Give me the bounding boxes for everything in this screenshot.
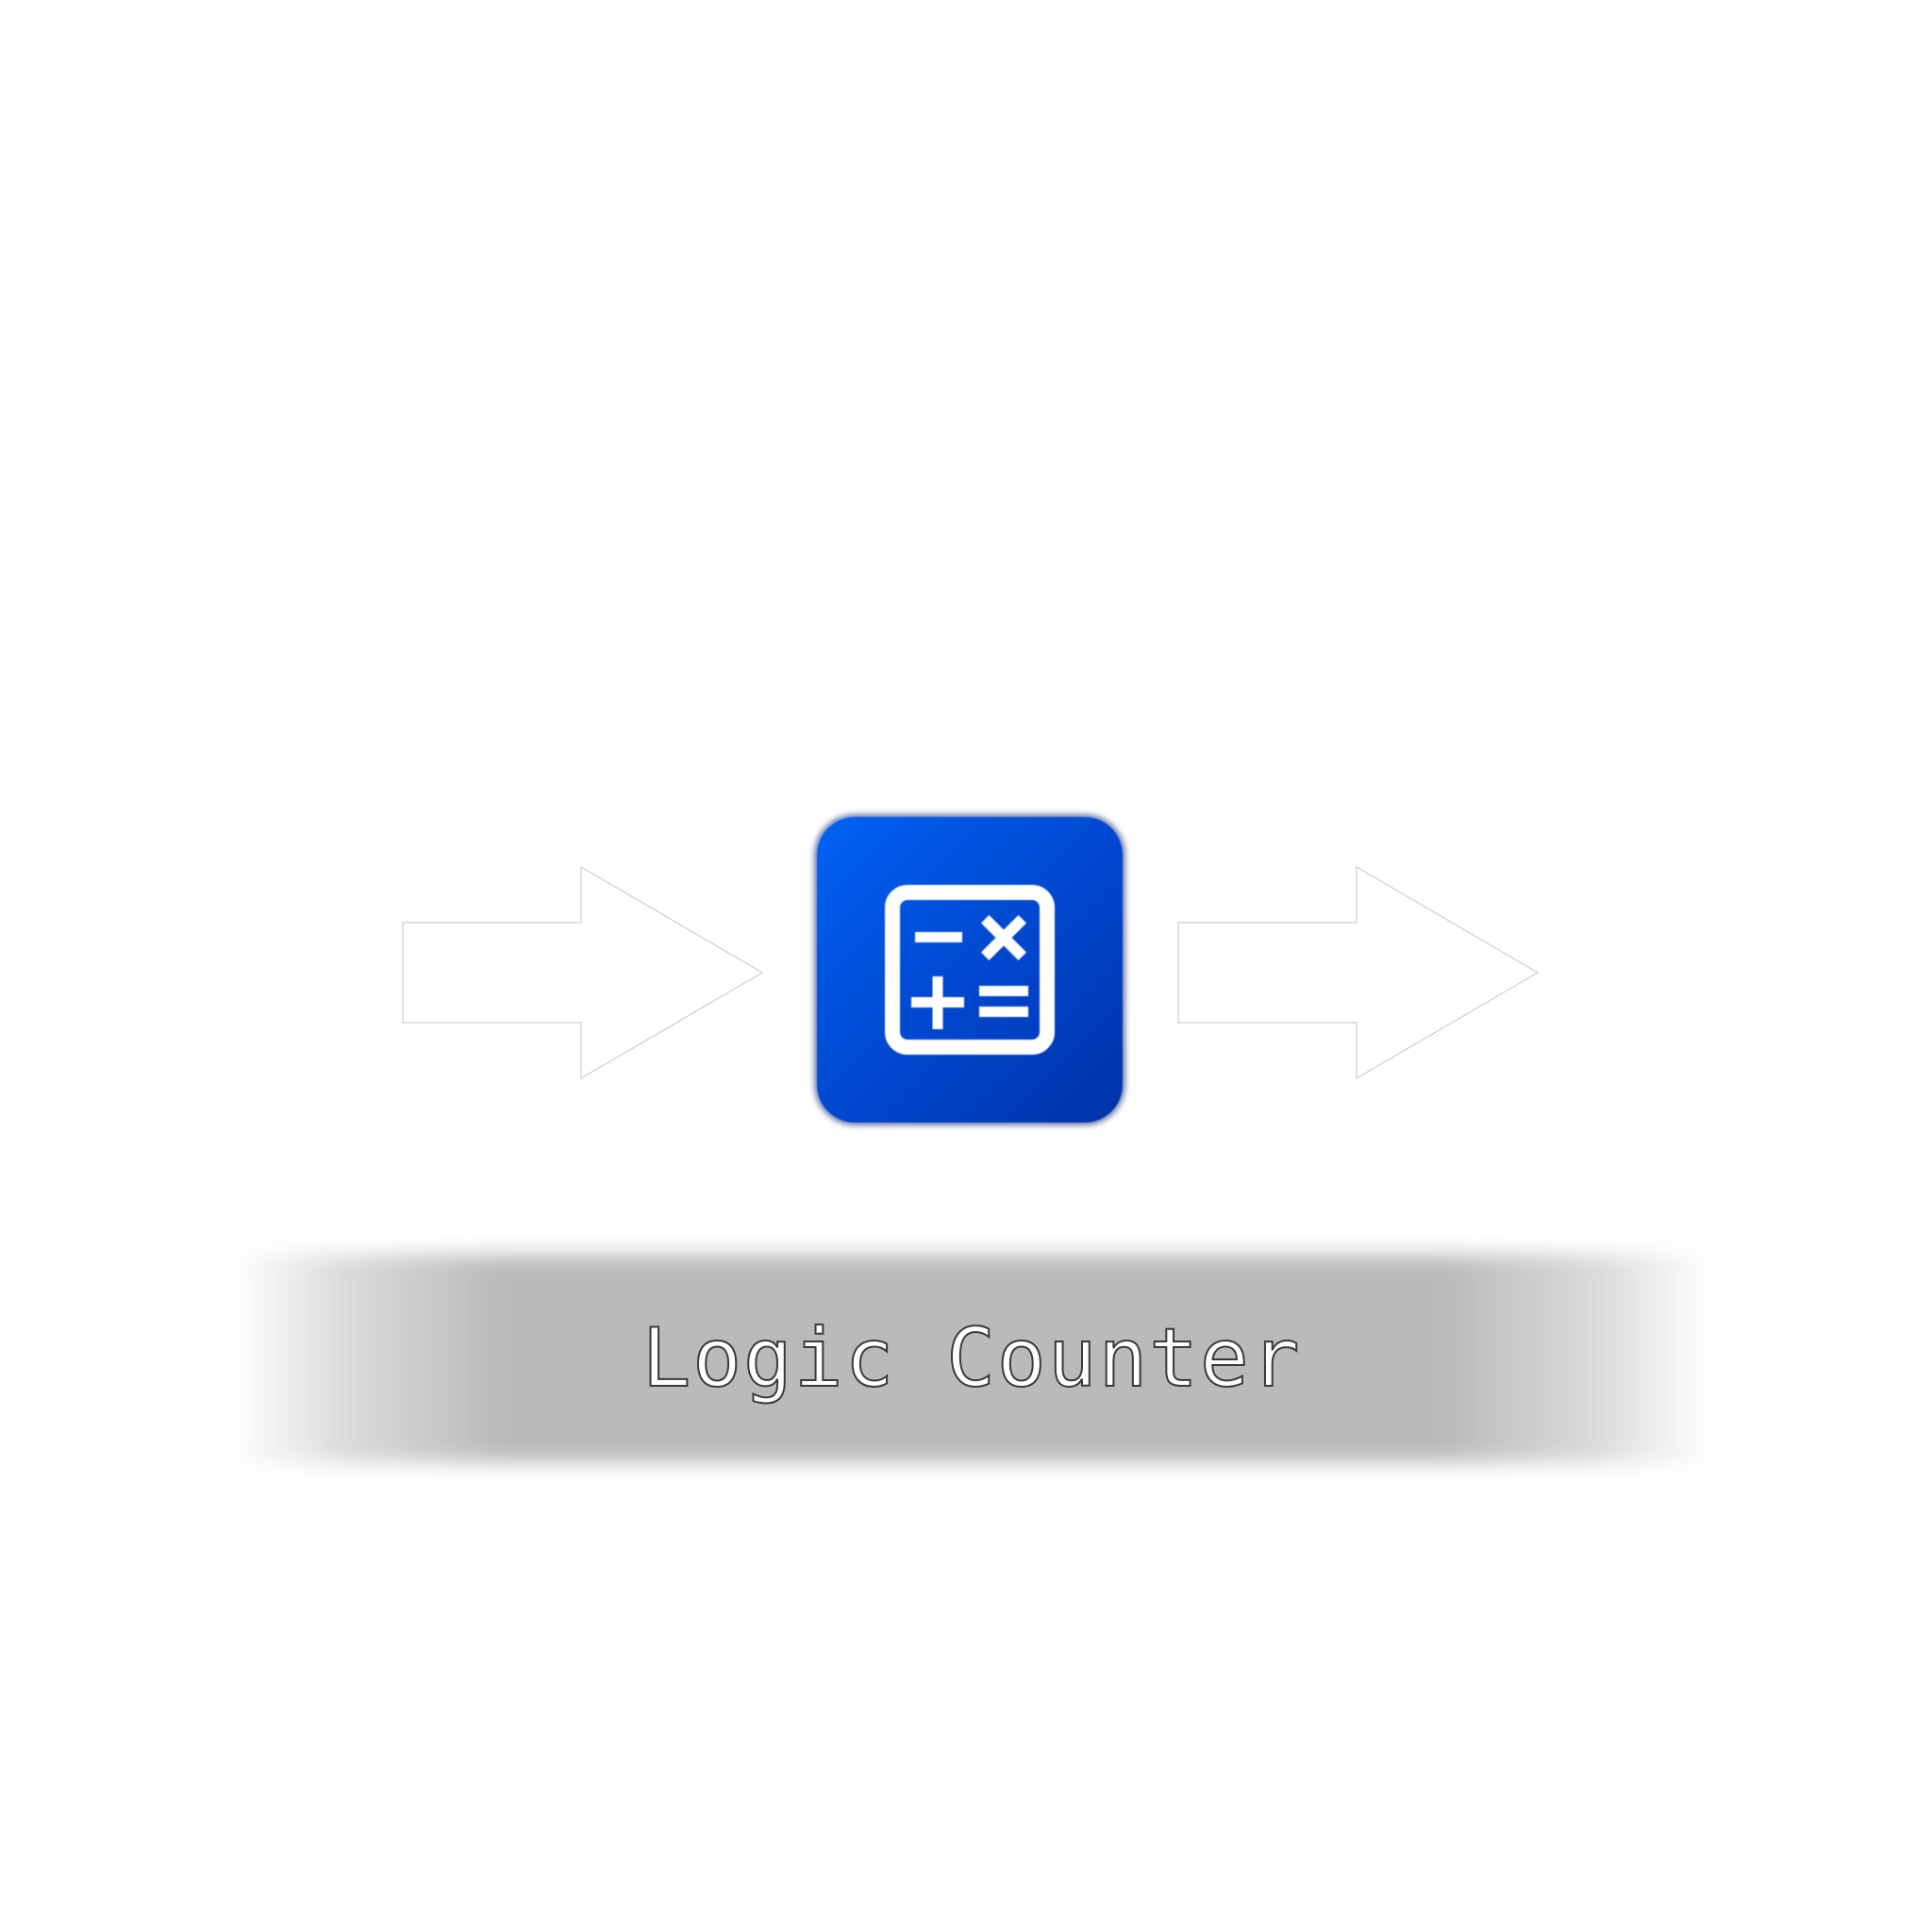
left-arrow-icon [402, 866, 764, 1079]
calculator-app-icon[interactable] [817, 817, 1123, 1123]
app-name-label: Logic Counter [641, 1310, 1302, 1407]
right-arrow-icon [1177, 866, 1540, 1079]
calculator-icon [885, 885, 1055, 1055]
label-band [236, 1255, 1707, 1462]
